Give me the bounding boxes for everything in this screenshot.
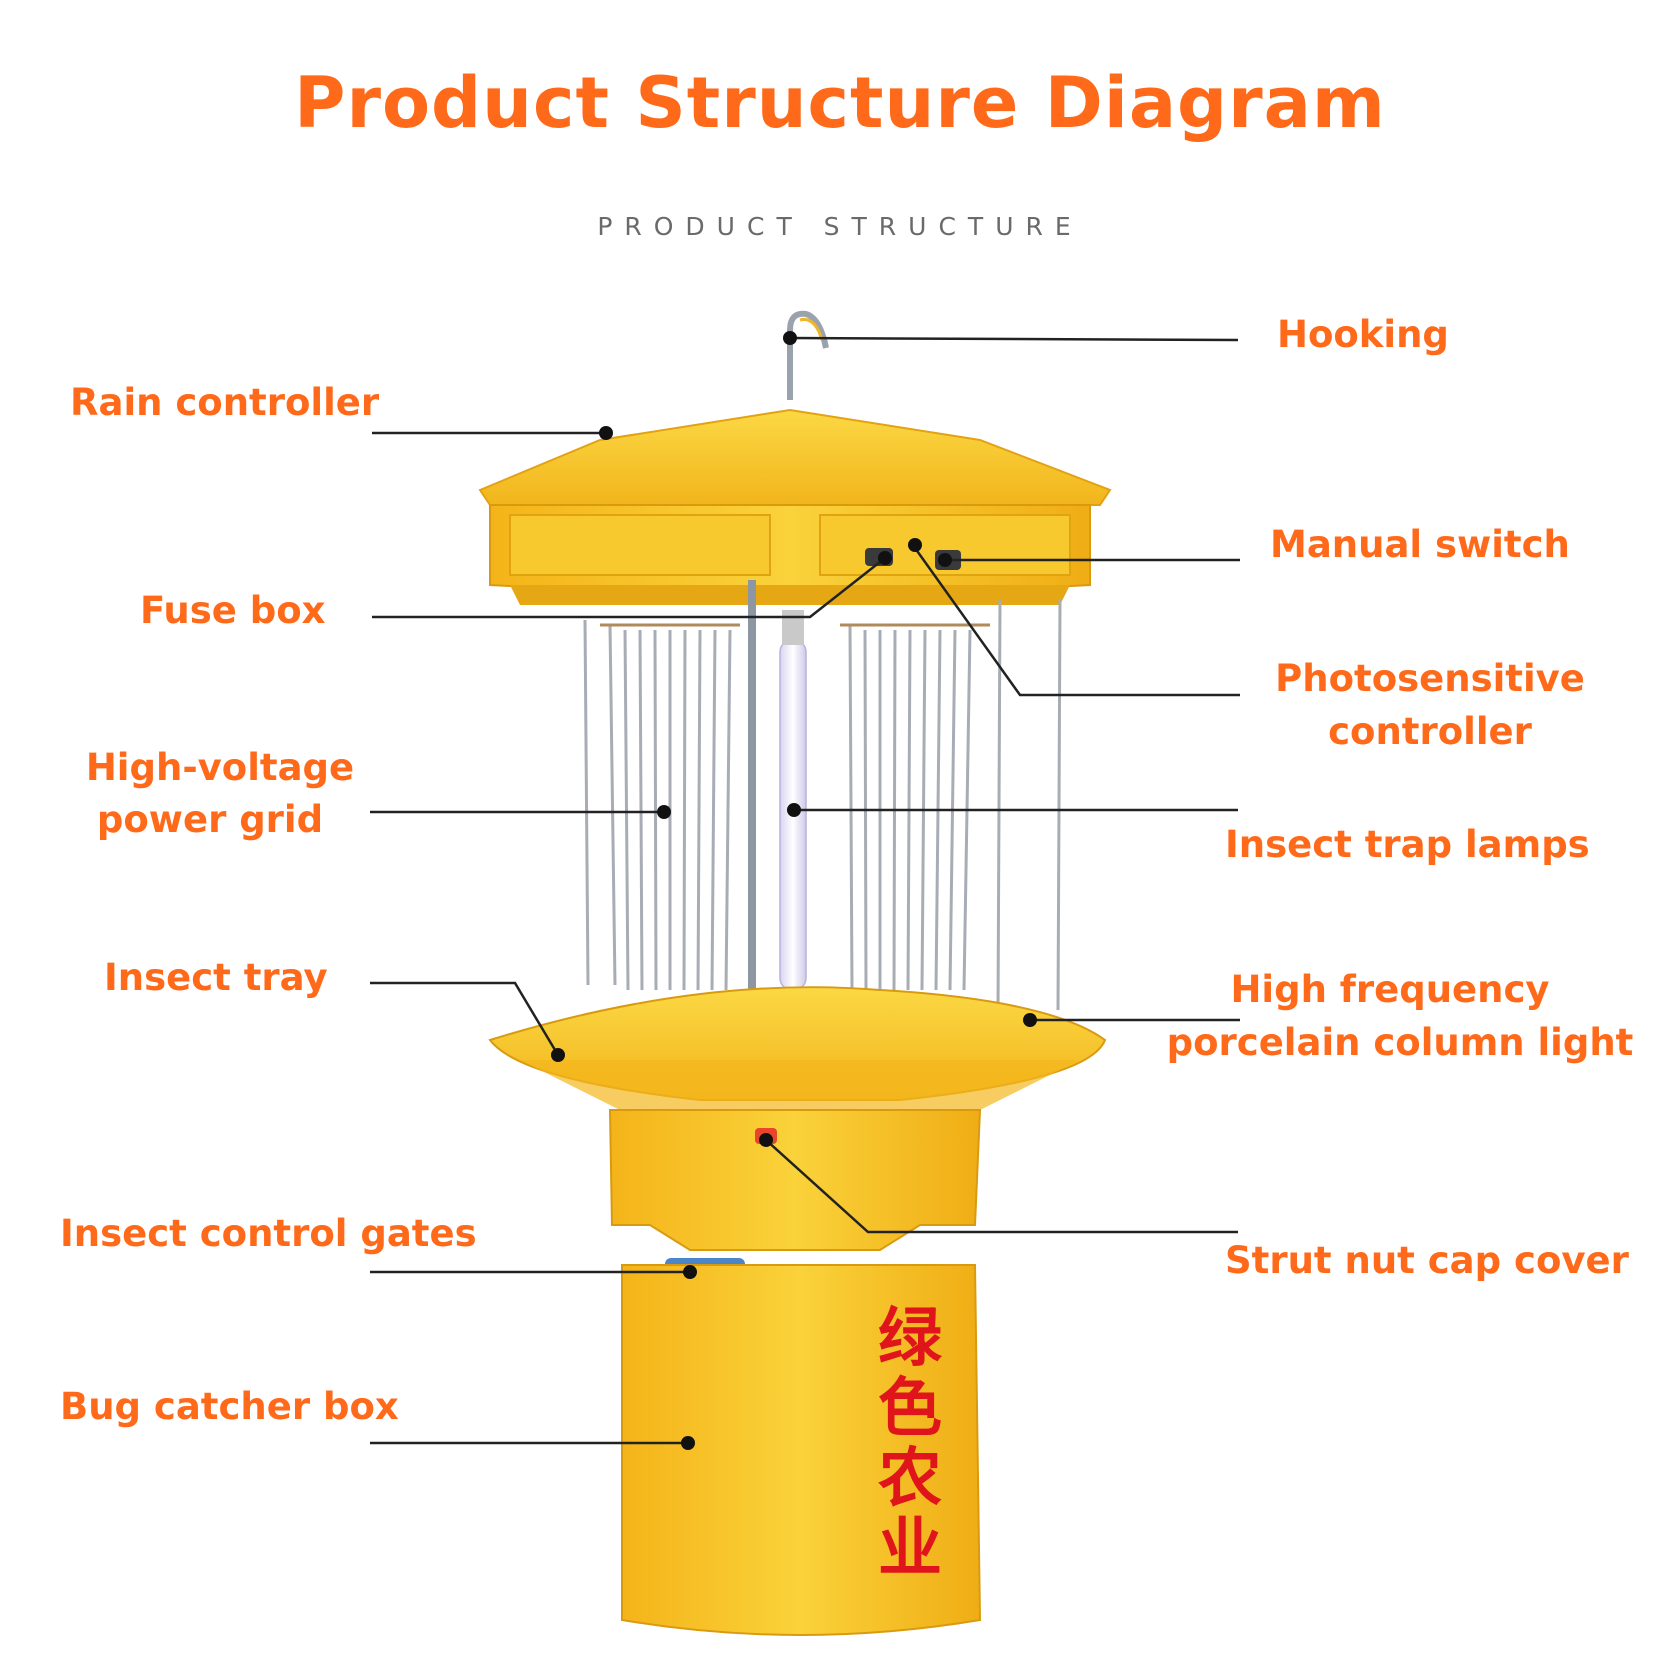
box-char-1: 绿 — [878, 1301, 943, 1376]
label-strut-nut-cap: Strut nut cap cover — [1225, 1239, 1629, 1282]
label-photosensitive-2: controller — [1328, 710, 1532, 753]
label-manual-switch: Manual switch — [1270, 523, 1570, 566]
label-rain-controller: Rain controller — [70, 381, 380, 424]
leader-lines — [370, 336, 1240, 1445]
hv-grid-left — [583, 619, 732, 991]
leader-photosensitive — [913, 547, 1240, 697]
box-char-2: 色 — [878, 1371, 942, 1446]
leader-dots — [551, 331, 1037, 1450]
label-hooking: Hooking — [1277, 313, 1449, 356]
box-char-4: 业 — [878, 1511, 942, 1586]
leader-hooking — [789, 336, 1239, 342]
label-hv-grid-2: power grid — [96, 798, 324, 841]
box-char-3: 农 — [878, 1441, 942, 1516]
bug-catcher-box — [621, 1264, 982, 1636]
page-subtitle: PRODUCT STRUCTURE — [597, 212, 1083, 241]
label-insect-trap-lamps: Insect trap lamps — [1225, 823, 1590, 866]
label-fuse-box: Fuse box — [140, 589, 326, 632]
leader-insect-tray — [370, 981, 560, 1056]
leader-fuse-box — [372, 557, 886, 619]
label-photosensitive-1: Photosensitive — [1275, 657, 1585, 700]
center-pole — [748, 580, 756, 1080]
label-hf-light-1: High frequency — [1230, 968, 1550, 1011]
label-insect-tray: Insect tray — [104, 956, 328, 999]
leader-strut-nut — [765, 1139, 1238, 1234]
label-insect-control-gates: Insect control gates — [60, 1212, 477, 1255]
hook-icon — [787, 310, 829, 400]
hv-grid-right — [848, 599, 1062, 1011]
label-hf-light-2: porcelain column light — [1166, 1021, 1634, 1064]
rain-cover-roof — [478, 408, 1112, 506]
label-hv-grid-1: High-voltage — [85, 746, 355, 789]
funnel — [608, 1109, 982, 1251]
label-bug-catcher-box: Bug catcher box — [60, 1385, 399, 1428]
page-title: Product Structure Diagram — [294, 62, 1386, 144]
